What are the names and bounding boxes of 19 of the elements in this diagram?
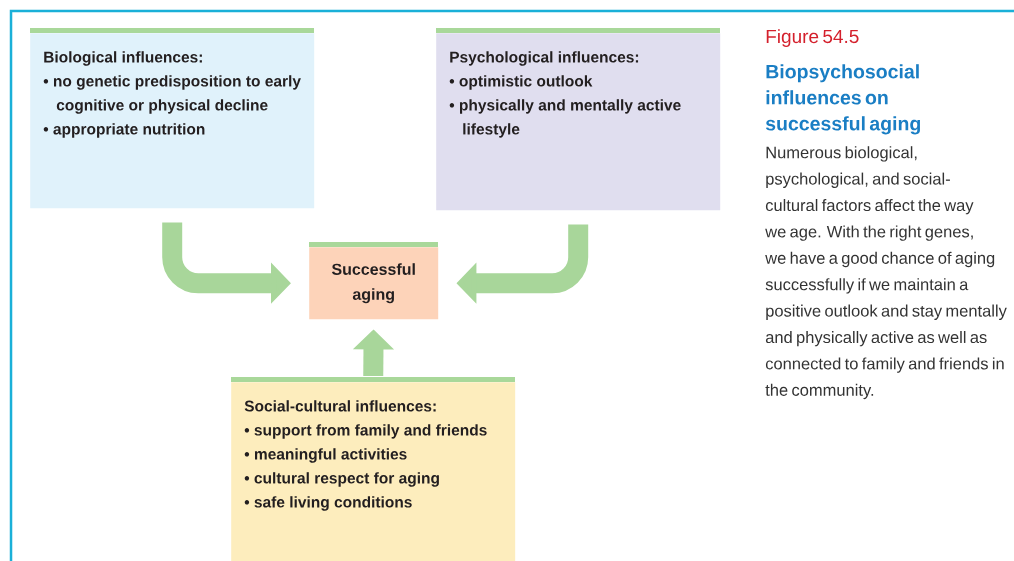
influence-box	[309, 242, 439, 320]
influence-box	[436, 28, 721, 211]
box-heading: Psychological influences:	[450, 51, 639, 66]
bullet-item: • appropriate nutrition	[43, 123, 205, 138]
figure-number: Figure 54.5	[766, 29, 859, 47]
bullet-item: • no genetic predisposition to early cognitive or physical decline	[43, 75, 301, 114]
box-heading: Social-cultural influences:	[244, 400, 436, 412]
bullet-item: • meaningful activities	[244, 448, 407, 463]
influence-box	[30, 28, 315, 209]
bullet-item: • support from family and friends	[244, 424, 487, 439]
bullet-item: • optimistic outlook	[449, 75, 593, 90]
bullet-item: • safe living conditions	[244, 496, 412, 511]
bullet-item: • physically and mentally active lifestyle	[449, 99, 681, 138]
caption-text: Numerous biological, psychological, and social-cultural factors affect the way we age. With the right genes, we have a good chance of aging successfully if we maintain a positive outlook and stay mentally and physically active as well as connected to family and friends in the community.	[765, 146, 1007, 400]
bullet-item: • cultural respect for aging	[244, 472, 439, 487]
box-label: Successful aging	[331, 263, 415, 304]
influence-box	[231, 377, 516, 561]
box-heading: Biological influences:	[44, 51, 202, 66]
figure-title: Biopsychosocial influences on successful aging	[765, 64, 920, 135]
